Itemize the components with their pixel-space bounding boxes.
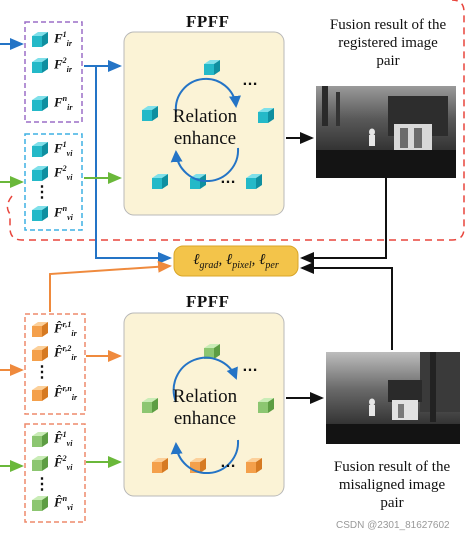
loss-l-1: ℓ: [193, 252, 200, 268]
caption-misaligned-line-3: pair: [380, 495, 404, 511]
fpff-panel-top: [123, 31, 285, 216]
vi-feature-sup-2: 2: [62, 164, 67, 173]
vi-feature-label-2: F2vi: [54, 164, 73, 182]
fpff-top-ellipsis-upper: …: [242, 72, 258, 89]
ir-feature-sup-1: 1: [62, 30, 67, 39]
vi-misaligned-cube-n: [32, 496, 48, 511]
ir-features-box: [24, 21, 83, 123]
ir-misaligned-cube-2: [32, 346, 48, 361]
ir-misaligned-sup-2: r,2: [62, 344, 72, 353]
fpff-panel-bottom: [123, 312, 285, 497]
ir-feature-label-n: Fnir: [54, 94, 73, 112]
watermark: CSDN @2301_81627602: [336, 520, 450, 531]
relation-cycle-bottom-lower: [170, 439, 240, 474]
ir-misaligned-ellipsis: ⋮: [34, 364, 50, 381]
vi-feature-cube-n: [32, 206, 48, 221]
vi-misaligned-sup-2: 2: [62, 454, 67, 463]
ir-feature-cube-1: [32, 32, 48, 47]
ir-feature-sup-n: n: [62, 94, 68, 103]
vi-misaligned-sup-1: 1: [62, 430, 67, 439]
fpff-bottom-ellipsis-lower: …: [220, 454, 236, 471]
vi-features-box: [24, 133, 83, 231]
loss-per: per: [265, 260, 279, 271]
vi-misaligned-cube-2: [32, 456, 48, 471]
ir-feature-label-2: F2ir: [54, 56, 73, 74]
ir-misaligned-label-1: F̂r,1ir: [54, 320, 77, 338]
loss-l-3: , ℓ: [251, 252, 266, 268]
caption-registered-line-1: Fusion result of the: [329, 17, 447, 33]
fpff-title-top: FPFF: [186, 12, 230, 31]
ir-misaligned-label-2: F̂r,2ir: [54, 344, 77, 362]
vi-misaligned-label-2: F̂2vi: [54, 454, 73, 472]
ir-misaligned-cube-1: [32, 322, 48, 337]
caption-misaligned-line-2: misaligned image: [338, 477, 446, 493]
vi-misaligned-label-n: F̂nvi: [54, 494, 73, 512]
fpff-top-ellipsis-lower: …: [220, 170, 236, 187]
vi-feature-sup-1: 1: [62, 140, 67, 149]
vi-feature-cube-1: [32, 142, 48, 157]
fusion-image-misaligned: [326, 352, 460, 444]
vi-feature-cube-2: [32, 166, 48, 181]
ir-feature-cube-n: [32, 96, 48, 111]
ir-misaligned-cube-n: [32, 386, 48, 401]
relation-enhance-bottom: Relation enhance: [160, 386, 250, 430]
ir-misaligned-sup-1: r,1: [62, 320, 72, 329]
image-top-to-loss-arrow: [300, 178, 387, 264]
relation-line-1: Relation: [172, 106, 238, 127]
ir-misaligned-sup-n: r,n: [62, 384, 72, 393]
loss-pixel: pixel: [232, 260, 252, 271]
caption-registered-line-2: registered image: [338, 35, 438, 51]
relation-line-2: enhance: [173, 407, 237, 429]
vi-feature-label-1: F1vi: [54, 140, 73, 158]
vi-feature-sup-n: n: [62, 204, 68, 213]
relation-cycle-top-upper: [174, 77, 241, 113]
loss-box: [173, 245, 299, 277]
ir-feature-label-1: F1ir: [54, 30, 73, 48]
caption-misaligned: Fusion result of the misaligned image pa…: [312, 458, 472, 512]
ir-to-loss-arrow: [95, 66, 172, 264]
registered-pair-region: [6, 0, 465, 241]
relation-cycle-top-lower: [170, 147, 240, 182]
fpff-bottom-ellipsis-upper: …: [242, 358, 258, 375]
loss-l-2: , ℓ: [218, 252, 233, 268]
ir-misaligned-to-loss-arrow: [49, 260, 172, 312]
loss-grad: grad: [199, 260, 219, 271]
vi-feature-label-n: Fnvi: [54, 204, 73, 222]
caption-registered: Fusion result of the registered image pa…: [308, 16, 468, 70]
vi-misaligned-features-box: [24, 423, 86, 523]
vi-misaligned-label-1: F̂1vi: [54, 430, 73, 448]
caption-registered-line-3: pair: [376, 53, 400, 69]
relation-line-1: Relation: [172, 386, 238, 407]
vi-misaligned-ellipsis: ⋮: [34, 476, 50, 493]
vi-misaligned-cube-1: [32, 432, 48, 447]
relation-enhance-top: Relation enhance: [160, 106, 250, 150]
relation-cycle-bottom-upper: [172, 356, 238, 403]
relation-line-2: enhance: [173, 127, 237, 149]
caption-misaligned-line-1: Fusion result of the: [333, 459, 451, 475]
ir-misaligned-label-n: F̂r,nir: [54, 384, 78, 402]
ir-feature-cube-2: [32, 58, 48, 73]
ir-feature-sup-2: 2: [62, 56, 67, 65]
fusion-image-registered: [316, 86, 456, 178]
fpff-title-bottom: FPFF: [186, 292, 230, 311]
loss-formula: ℓgrad, ℓpixel, ℓper: [176, 252, 296, 271]
vi-feature-ellipsis: ⋮: [34, 184, 50, 201]
vi-misaligned-sup-n: n: [62, 494, 68, 503]
image-bottom-to-loss-arrow: [300, 262, 393, 350]
